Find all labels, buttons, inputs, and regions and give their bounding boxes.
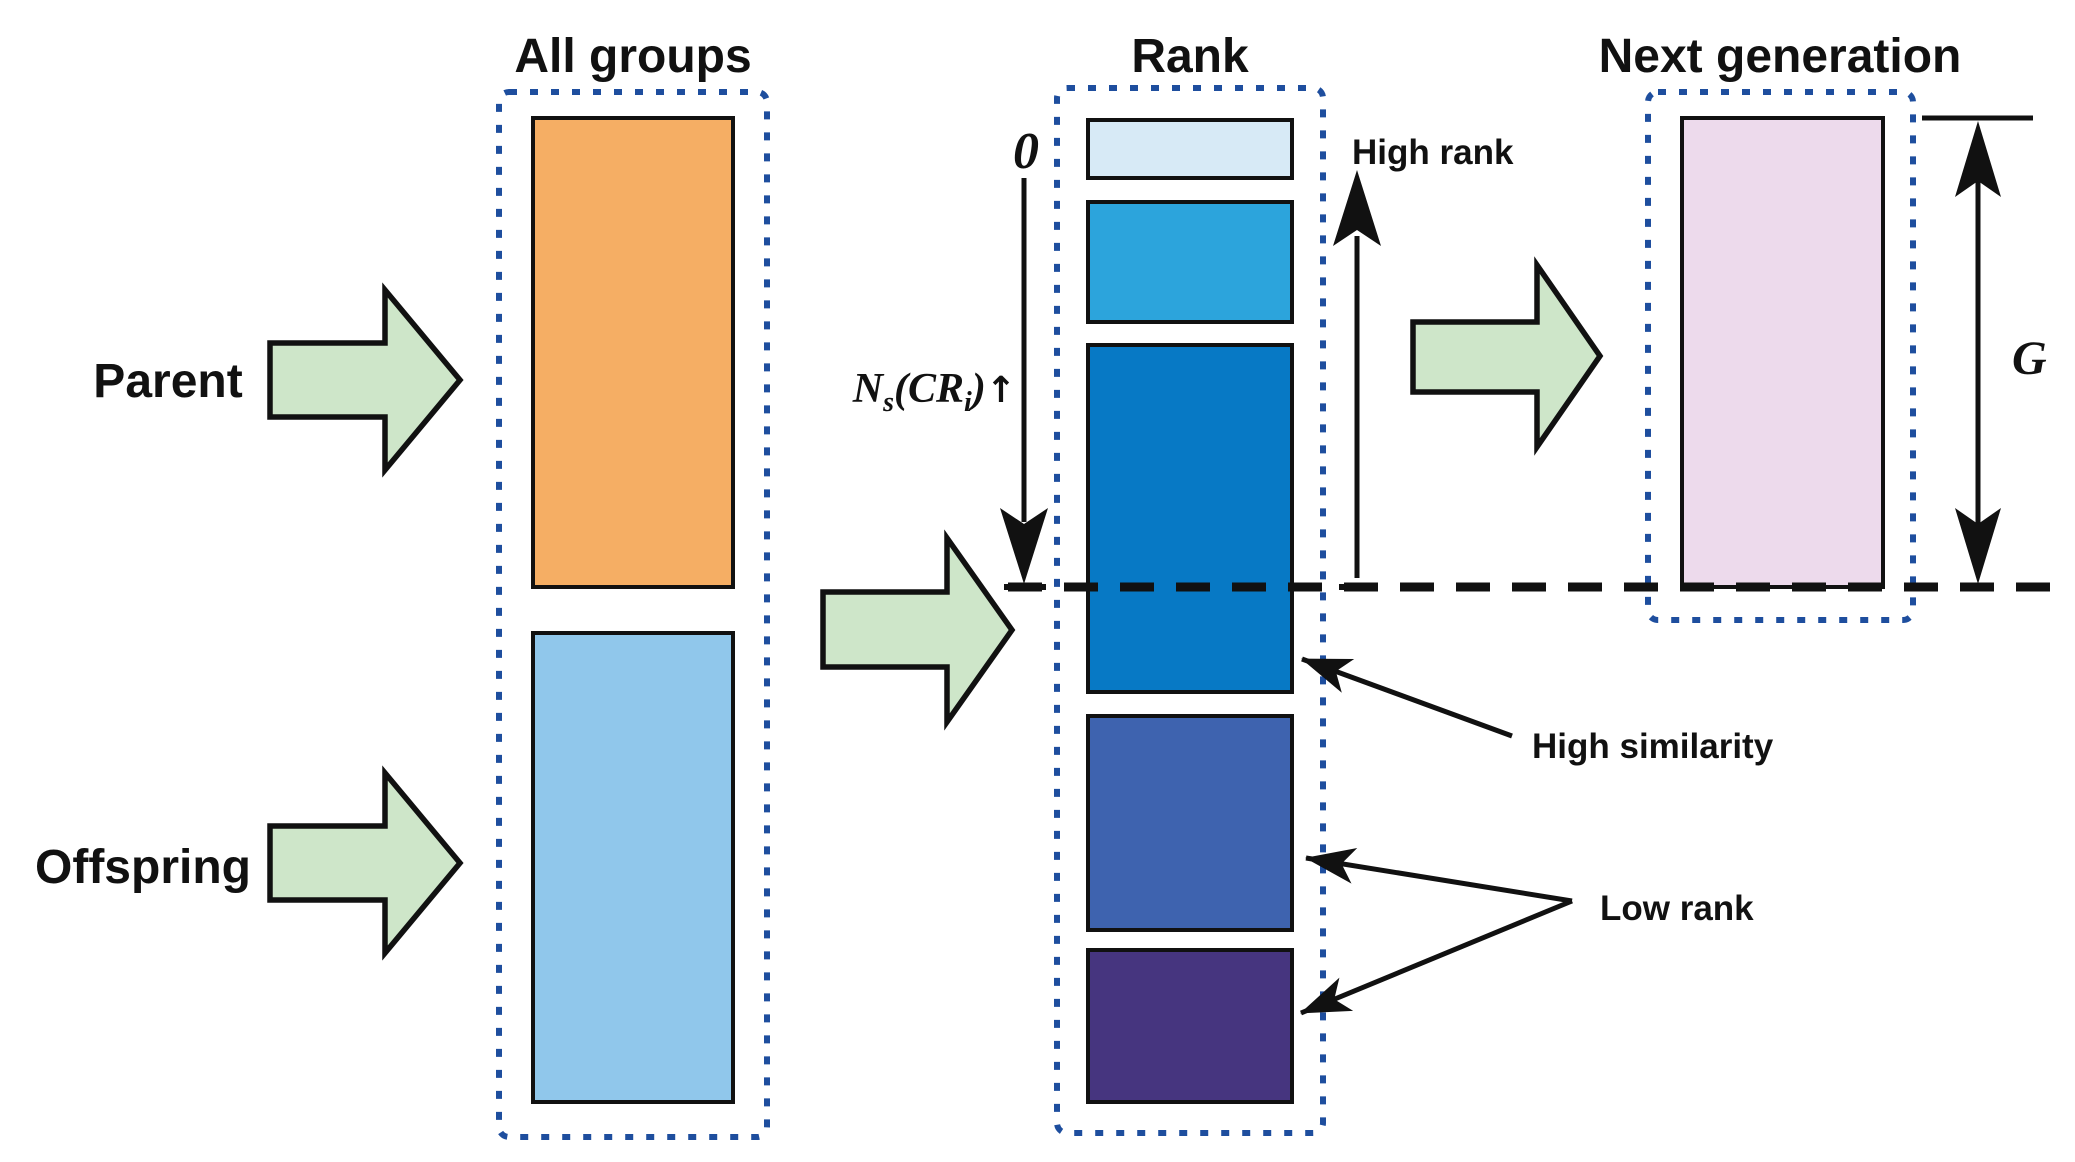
all-groups-title: All groups bbox=[514, 30, 751, 83]
high-rank-up-arrow-icon bbox=[1333, 170, 1381, 246]
rank-box-2 bbox=[1086, 200, 1294, 324]
rank-box-3 bbox=[1086, 343, 1294, 694]
offspring-group-rect bbox=[531, 631, 735, 1104]
zero-label: 0 bbox=[1013, 123, 1039, 180]
all-groups-dotted-box bbox=[496, 89, 770, 1140]
offspring-label: Offspring bbox=[35, 841, 251, 894]
g-up-arrow-icon bbox=[1955, 121, 2001, 197]
next-generation-flow-arrow-icon bbox=[1410, 256, 1604, 456]
rank-box-5 bbox=[1086, 948, 1294, 1104]
high-similarity-label: High similarity bbox=[1532, 727, 1774, 766]
ns-cr-formula-label: Ns(CRi)↑ bbox=[852, 366, 1016, 418]
next-generation-rect bbox=[1680, 116, 1885, 589]
low-rank-label: Low rank bbox=[1600, 889, 1754, 928]
high-rank-label: High rank bbox=[1352, 133, 1514, 172]
parent-label: Parent bbox=[93, 355, 242, 408]
next-generation-dotted-box bbox=[1645, 89, 1916, 623]
g-down-arrow-icon bbox=[1955, 508, 2001, 584]
ns-axis-down-arrow-icon bbox=[1000, 508, 1048, 584]
parent-group-rect bbox=[531, 116, 735, 589]
rank-flow-arrow-icon bbox=[820, 529, 1016, 731]
g-label: G bbox=[2012, 332, 2047, 385]
next-generation-title: Next generation bbox=[1599, 30, 1962, 83]
offspring-flow-arrow-icon bbox=[267, 765, 464, 961]
rank-box-1 bbox=[1086, 118, 1294, 180]
parent-flow-arrow-icon bbox=[267, 282, 464, 478]
rank-title: Rank bbox=[1131, 30, 1249, 83]
rank-box-4 bbox=[1086, 714, 1294, 932]
low-rank-arrow-upper bbox=[1305, 848, 1573, 904]
high-similarity-arrow bbox=[1301, 656, 1513, 739]
low-rank-arrow-lower bbox=[1300, 898, 1573, 1016]
